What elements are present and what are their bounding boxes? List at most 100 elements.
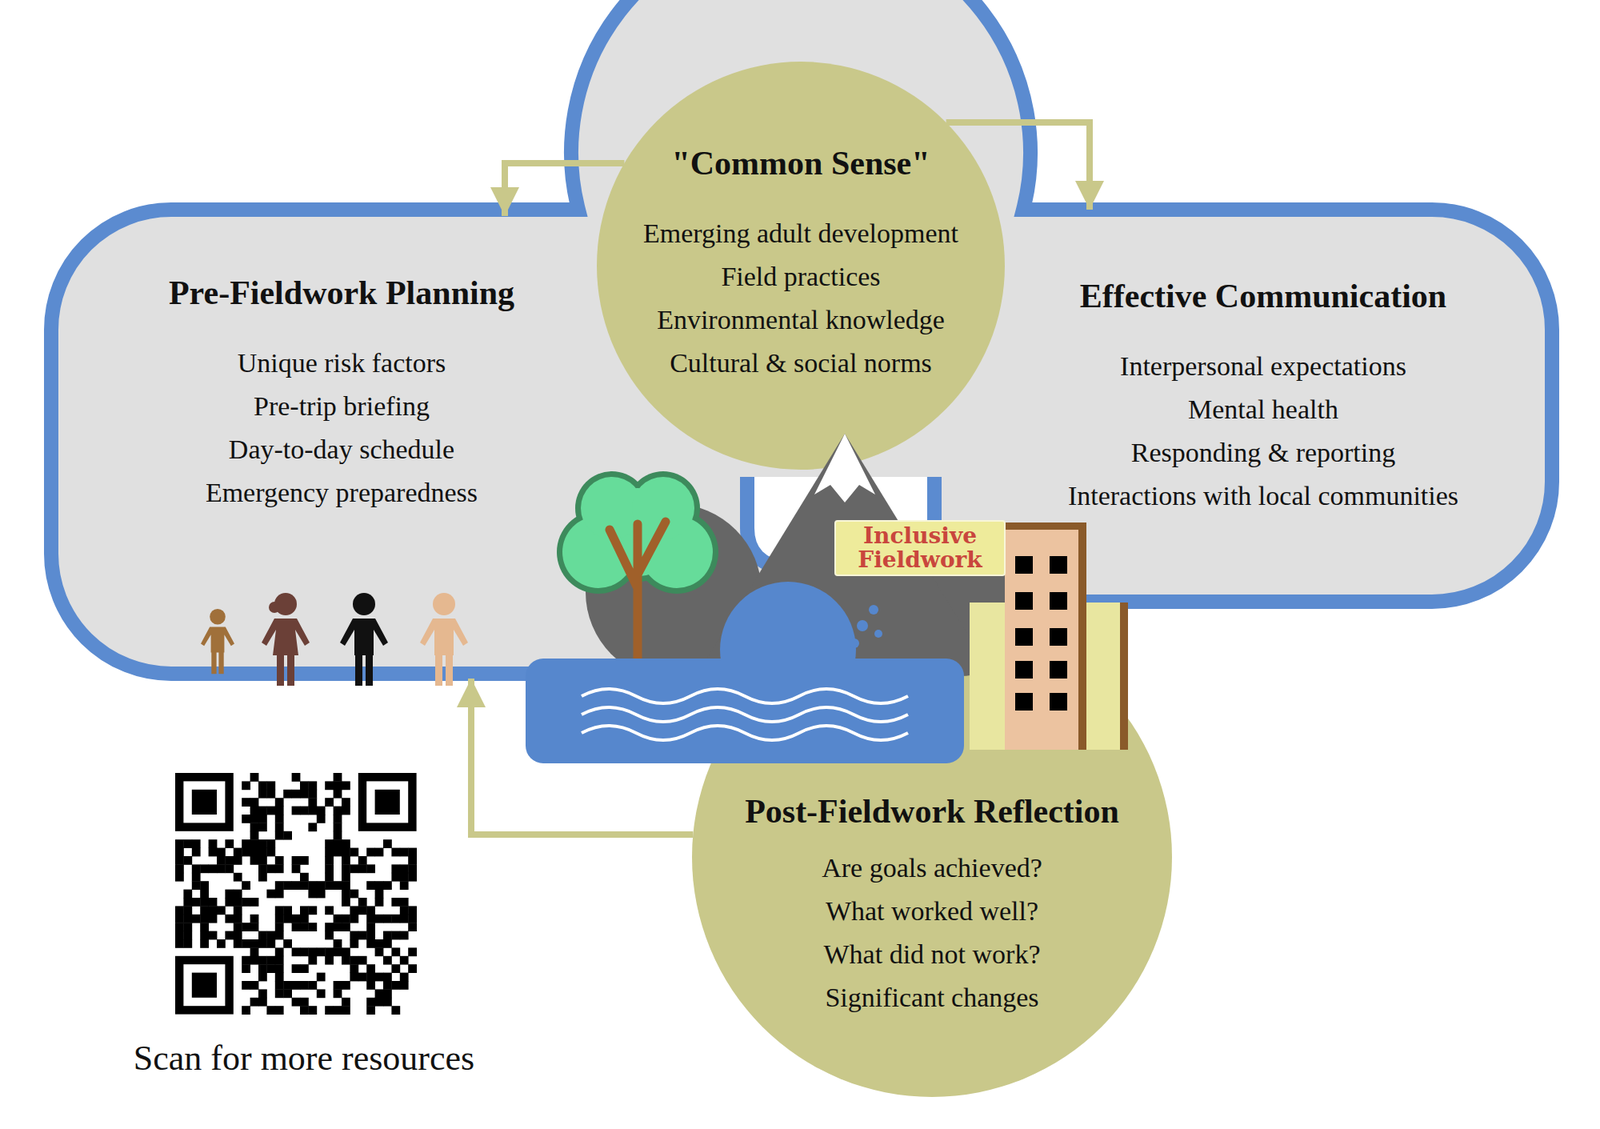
person-adult xyxy=(420,592,468,686)
list-item: Responding & reporting xyxy=(1131,431,1396,475)
qr-module xyxy=(241,922,251,932)
qr-module xyxy=(341,797,351,807)
qr-module xyxy=(208,848,218,857)
qr-module xyxy=(333,914,343,924)
hub-circle: "Common Sense"Emerging adult development… xyxy=(596,61,1005,470)
qr-module xyxy=(175,872,184,882)
qr-module xyxy=(292,980,301,990)
qr-module xyxy=(333,939,343,948)
list-item: Day-to-day schedule xyxy=(228,428,455,472)
qr-module xyxy=(375,897,384,907)
qr-module xyxy=(275,988,284,998)
heading: "Common Sense" xyxy=(671,142,930,185)
qr-module xyxy=(258,972,268,982)
qr-module xyxy=(216,848,226,857)
list-item: Environmental knowledge xyxy=(656,298,945,342)
qr-module xyxy=(258,856,268,865)
qr-module xyxy=(292,922,301,932)
qr-module xyxy=(266,789,276,799)
leg xyxy=(287,653,295,686)
qr-module xyxy=(250,856,260,865)
qr-module xyxy=(300,780,309,790)
qr-finder xyxy=(183,964,225,1006)
qr-module xyxy=(341,956,351,965)
qr-module xyxy=(266,864,276,873)
qr-module xyxy=(250,822,260,832)
qr-module xyxy=(300,922,309,932)
qr-module xyxy=(333,806,343,816)
qr-module xyxy=(358,905,368,915)
qr-module xyxy=(250,772,260,782)
wave-line xyxy=(581,725,908,740)
qr-module xyxy=(258,931,268,940)
qr-module xyxy=(224,889,234,899)
list-item: Interpersonal expectations xyxy=(1120,344,1407,388)
qr-module xyxy=(258,988,268,998)
section-panel: Effective CommunicationInterpersonal exp… xyxy=(1007,209,1520,530)
person-woman xyxy=(261,592,310,686)
qr-module xyxy=(175,914,184,924)
qr-module xyxy=(341,806,351,816)
qr-module xyxy=(383,839,392,848)
qr-module xyxy=(283,905,292,915)
qr-module xyxy=(366,939,376,948)
head xyxy=(432,592,456,616)
qr-module xyxy=(224,931,234,940)
qr-module xyxy=(341,839,351,848)
qr-module xyxy=(283,789,292,799)
body xyxy=(420,618,468,656)
qr-module xyxy=(275,822,284,832)
qr-module xyxy=(183,931,192,940)
qr-module xyxy=(400,880,409,890)
qr-module xyxy=(275,856,284,865)
wave-line xyxy=(581,688,908,704)
qr-module xyxy=(200,931,209,940)
qr-module xyxy=(341,980,351,990)
qr-module xyxy=(366,980,376,990)
qr-module xyxy=(349,931,359,940)
water-drop xyxy=(849,638,860,648)
qr-module xyxy=(308,956,317,965)
qr-module xyxy=(366,997,376,1007)
qr-module xyxy=(408,964,417,973)
qr-module xyxy=(216,905,226,915)
window xyxy=(1049,592,1068,610)
qr-module xyxy=(324,905,334,915)
qr-module xyxy=(324,922,334,932)
qr-module xyxy=(316,814,326,824)
qr-module xyxy=(341,997,351,1007)
qr-module xyxy=(183,939,192,948)
qr-module xyxy=(366,922,376,932)
qr-module xyxy=(300,947,309,956)
qr-module xyxy=(233,848,243,857)
qr-module xyxy=(292,997,301,1007)
qr-module xyxy=(175,939,184,948)
qr-module xyxy=(391,931,400,940)
qr-module xyxy=(300,997,309,1007)
qr-module xyxy=(391,872,400,882)
qr-module xyxy=(383,880,392,890)
body xyxy=(200,626,235,652)
qr-module xyxy=(300,1005,309,1015)
person-man xyxy=(340,592,388,686)
qr-module xyxy=(275,931,284,940)
qr-module xyxy=(241,980,251,990)
qr-module xyxy=(375,880,384,890)
qr-module xyxy=(316,806,326,816)
qr-finder xyxy=(366,780,408,823)
qr-module xyxy=(341,872,351,882)
qr-module xyxy=(333,831,343,840)
qr-code xyxy=(175,772,417,1015)
qr-module xyxy=(250,848,260,857)
qr-module xyxy=(192,864,201,873)
qr-module xyxy=(208,839,218,848)
section-panel: Pre-Fieldwork PlanningUnique risk factor… xyxy=(101,216,582,679)
qr-module xyxy=(241,939,251,948)
circle-fill xyxy=(692,616,1172,1097)
qr-module xyxy=(224,839,234,848)
qr-module xyxy=(341,947,351,956)
list-item: What worked well? xyxy=(825,889,1039,933)
building-edge xyxy=(1120,602,1128,750)
qr-module xyxy=(208,931,218,940)
qr-module xyxy=(324,856,334,865)
